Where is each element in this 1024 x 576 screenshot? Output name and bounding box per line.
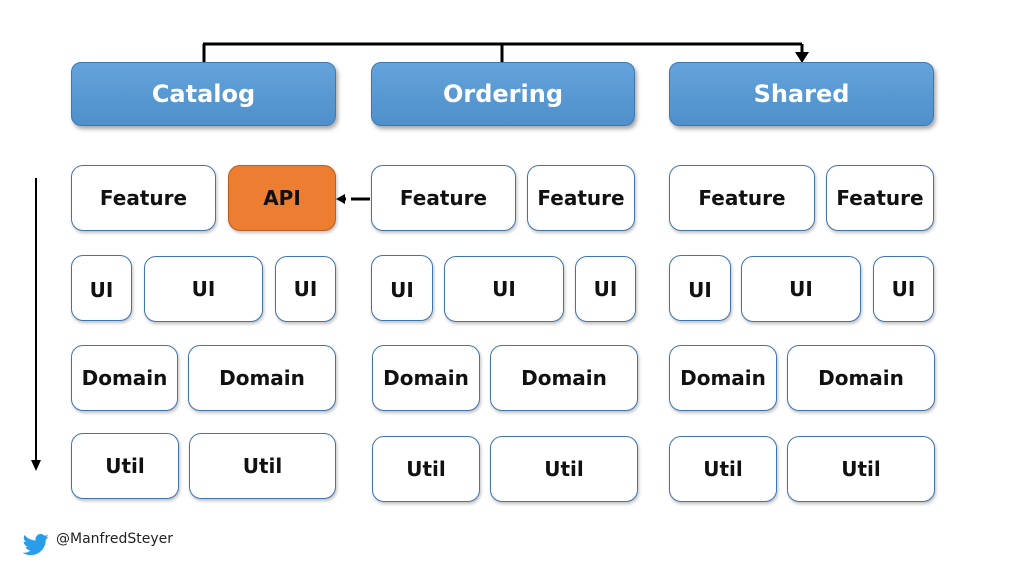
ordering-ui-box: UI — [371, 255, 433, 321]
catalog-header: Catalog — [71, 62, 336, 126]
dependency-connector — [202, 42, 809, 63]
catalog-feature-box: Feature — [71, 165, 216, 231]
shared-ui-box: UI — [741, 256, 861, 322]
ordering-domain-box: Domain — [490, 345, 638, 411]
ordering-domain-box: Domain — [372, 345, 480, 411]
ordering-ui-box: UI — [444, 256, 564, 322]
shared-domain-box: Domain — [787, 345, 935, 411]
shared-feature-box: Feature — [826, 165, 934, 231]
shared-domain-box: Domain — [669, 345, 777, 411]
ordering-header: Ordering — [371, 62, 635, 126]
ordering-util-box: Util — [490, 436, 638, 502]
catalog-api-box: API — [228, 165, 336, 231]
catalog-ui-box: UI — [275, 256, 336, 322]
shared-util-box: Util — [669, 436, 777, 502]
layer-direction-arrow — [31, 178, 41, 471]
api-access-arrow — [336, 194, 370, 204]
shared-util-box: Util — [787, 436, 935, 502]
ordering-feature-box: Feature — [527, 165, 635, 231]
catalog-domain-box: Domain — [188, 345, 336, 411]
catalog-domain-box: Domain — [71, 345, 178, 411]
catalog-util-box: Util — [71, 433, 179, 499]
shared-ui-box: UI — [873, 256, 934, 322]
shared-ui-box: UI — [669, 255, 731, 321]
catalog-ui-box: UI — [71, 255, 132, 321]
catalog-ui-box: UI — [144, 256, 263, 322]
shared-feature-box: Feature — [669, 165, 815, 231]
ordering-ui-box: UI — [575, 256, 636, 322]
twitter-bird-icon — [22, 534, 49, 556]
shared-header: Shared — [669, 62, 934, 126]
ordering-feature-box: Feature — [371, 165, 516, 231]
catalog-util-box: Util — [189, 433, 336, 499]
ordering-util-box: Util — [372, 436, 480, 502]
twitter-handle: @ManfredSteyer — [56, 531, 174, 547]
